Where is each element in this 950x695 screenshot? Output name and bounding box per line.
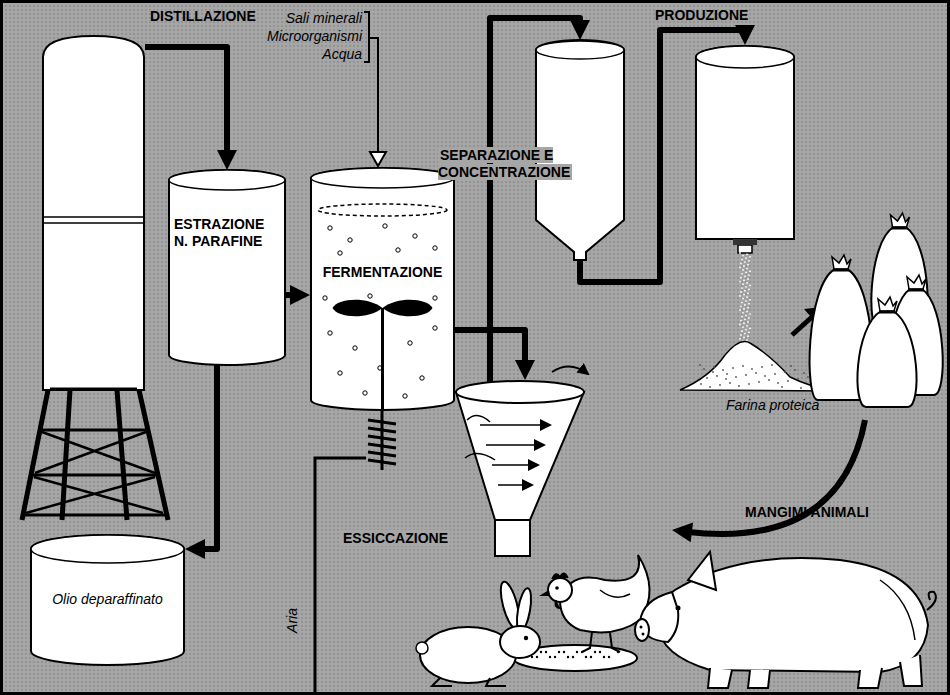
node-heading: FERMENTAZIONE: [314, 264, 451, 281]
protein-meal-bags-outline: [680, 205, 945, 420]
production-silo: PRODUZIONE: [695, 45, 795, 245]
fermenter-outline: [310, 168, 455, 410]
dryer-funnel-outline: [455, 380, 585, 558]
input-label: Acqua: [236, 46, 362, 63]
separator-column: SEPARAZIONE E CONCENTRAZIONE: [535, 40, 625, 260]
extraction-column-outline: [168, 170, 286, 365]
distillation-tower-outline: [42, 35, 145, 390]
extraction-column: ESTRAZIONE N. PARAFINE: [168, 170, 286, 365]
node-heading: MANGIMI ANIMALI: [745, 504, 940, 521]
protein-meal-bags: Farina proteica: [680, 205, 945, 420]
node-caption: Olio deparaffinato: [36, 591, 179, 608]
input-label: Microorganismi: [236, 28, 362, 45]
flow-arrow: [145, 47, 227, 156]
arrow-head: [217, 150, 237, 170]
dryer-funnel: ESSICCAZIONE: [455, 380, 585, 558]
node-heading: ESTRAZIONE N. PARAFINE: [174, 216, 280, 250]
arrow-head: [290, 285, 310, 305]
animal-feed-group: MANGIMI ANIMALI: [410, 530, 945, 690]
node-heading: ESSICCAZIONE: [341, 530, 457, 547]
input-bracket: [364, 12, 386, 166]
air-label: Aria: [284, 591, 301, 651]
oil-tank: Olio deparaffinato: [30, 535, 185, 665]
arrow-head: [185, 539, 205, 559]
node-heading: PRODUZIONE: [655, 7, 805, 24]
fermenter: FERMENTAZIONE: [310, 168, 455, 410]
production-silo-outline: [695, 45, 795, 245]
arrow-head: [515, 360, 535, 380]
distillation-tower: DISTILLAZIONE: [42, 35, 145, 390]
rotation-arrow: [552, 366, 588, 374]
flow-arrow: [199, 365, 217, 549]
tower-legs: [22, 390, 168, 520]
input-label: Sali minerali: [236, 10, 362, 27]
arrow-head: [735, 25, 755, 45]
node-heading: DISTILLAZIONE: [150, 8, 300, 25]
air-pipe: [315, 410, 396, 695]
node-heading: SEPARAZIONE E CONCENTRAZIONE: [438, 147, 614, 181]
arrow-head: [672, 522, 693, 542]
animal-feed-group-outline: [410, 530, 945, 690]
node-caption: Farina proteica: [726, 397, 856, 414]
arrow-head: [570, 20, 590, 40]
powder-stream: [738, 245, 752, 253]
